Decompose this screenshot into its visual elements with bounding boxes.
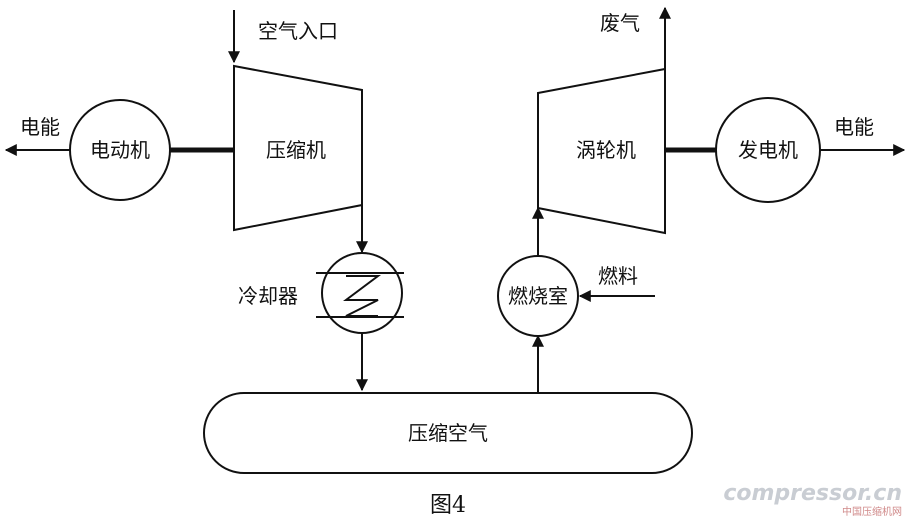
power-in-label: 电能	[20, 115, 60, 139]
cooler-coil-icon	[343, 275, 381, 317]
turbine-shape	[537, 67, 666, 235]
motor-label: 电动机	[90, 138, 150, 162]
fuel-label: 燃料	[598, 264, 638, 288]
storage-label: 压缩空气	[408, 421, 488, 445]
cooler-label: 冷却器	[238, 284, 298, 308]
power-out-label: 电能	[834, 115, 874, 139]
air-inlet-label: 空气入口	[258, 19, 338, 43]
combustor-label: 燃烧室	[508, 284, 568, 308]
turbine-label: 涡轮机	[576, 138, 636, 162]
figure-caption: 图4	[430, 493, 466, 518]
watermark-brand: compressor.cn	[723, 481, 902, 506]
generator-label: 发电机	[738, 138, 798, 162]
cooler-circle	[321, 252, 403, 334]
watermark-sub: 中国压缩机网	[842, 505, 902, 518]
storage-tank	[203, 392, 693, 474]
compressor-label: 压缩机	[266, 138, 326, 162]
exhaust-label: 废气	[600, 11, 640, 35]
